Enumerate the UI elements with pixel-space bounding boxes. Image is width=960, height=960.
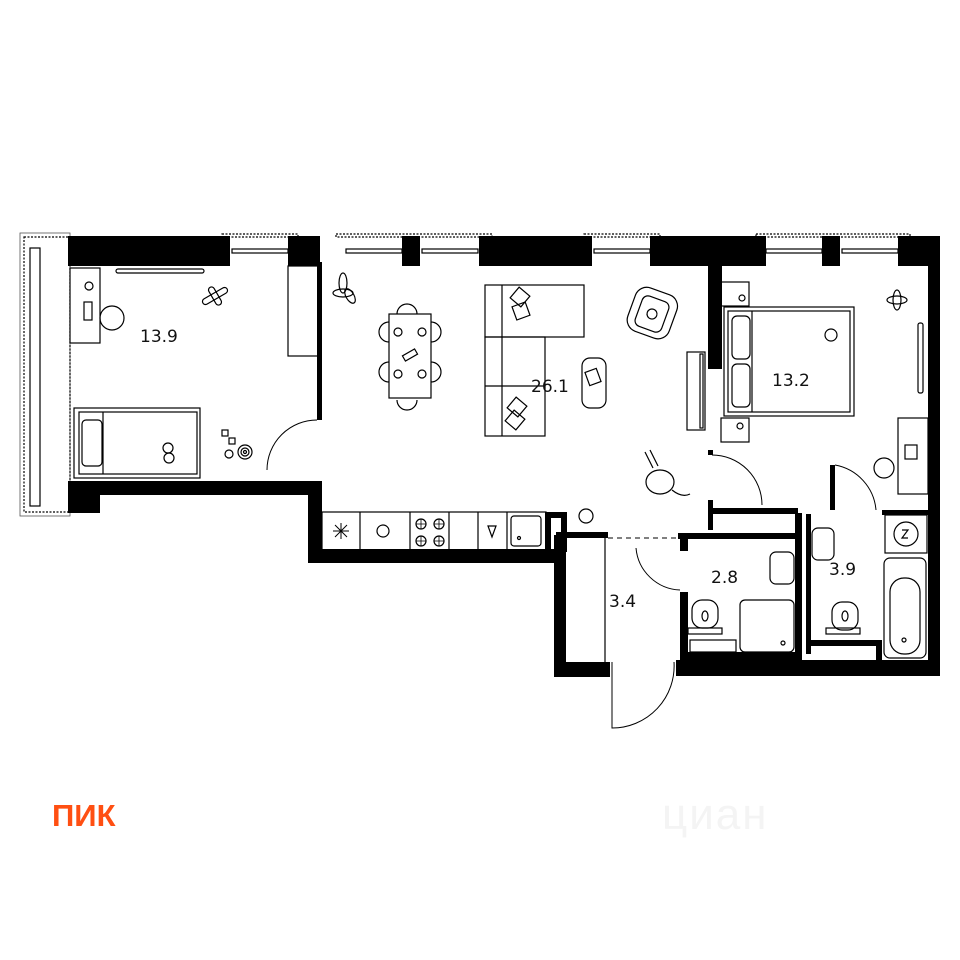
toilet-icon: [831, 601, 859, 631]
toy-icon: [824, 328, 838, 342]
ball-icon: [578, 508, 594, 524]
kids-room-furniture: [69, 265, 319, 479]
kitchen: [321, 511, 547, 551]
area-living-kitchen: 26.1: [531, 377, 569, 397]
area-labels: 13.9 26.1 13.2 3.4 2.8 3.9: [140, 327, 856, 612]
stove-icon: [415, 518, 445, 547]
area-bathroom-small: 2.8: [711, 568, 738, 588]
pillow: [81, 419, 103, 467]
chair-icon: [99, 305, 125, 331]
toy-target-icon: [237, 444, 253, 460]
pik-logo: ПИК: [52, 798, 116, 833]
faucet-icon: [487, 525, 497, 539]
area-bedroom: 13.2: [772, 371, 810, 391]
mirror: [917, 322, 924, 394]
cian-watermark: циан: [662, 790, 769, 839]
coffee-table: [581, 357, 607, 409]
dog-icon: [644, 449, 691, 496]
bathtub-icon: [883, 557, 927, 659]
nightstand: [720, 281, 750, 307]
dishwasher-icon: [376, 524, 390, 538]
plant-icon: [886, 289, 908, 311]
bathroom-large: [811, 514, 928, 659]
fridge-icon: [333, 523, 349, 539]
armchair-icon: [626, 286, 679, 340]
bathroom-small: [687, 551, 795, 653]
sink-icon: [510, 515, 542, 547]
washbasin-icon: [811, 527, 835, 561]
shower-tray: [739, 599, 795, 653]
windows: [221, 233, 911, 254]
area-hallway: 3.4: [609, 592, 636, 612]
area-bathroom-large: 3.9: [829, 560, 856, 580]
tv: [686, 351, 706, 431]
dining-table: [388, 313, 432, 399]
wardrobe: [287, 265, 319, 357]
hallway: [604, 537, 681, 729]
double-bed: [723, 306, 855, 417]
bedroom-furniture: [720, 281, 929, 511]
teddy-icon: [162, 442, 175, 464]
toilet-icon: [691, 599, 719, 629]
exterior-walls: [68, 236, 940, 677]
desk: [897, 417, 929, 495]
sofa: [484, 284, 585, 338]
living-room-furniture: [332, 272, 763, 524]
plant-icon: [332, 272, 356, 304]
area-kids-room: 13.9: [140, 327, 178, 347]
balcony: [19, 232, 71, 517]
shelf: [115, 268, 205, 274]
washing-machine: [884, 514, 928, 554]
chair-icon: [873, 457, 895, 479]
desk: [69, 267, 101, 344]
nightstand: [720, 417, 750, 443]
washbasin-icon: [769, 551, 795, 585]
toy-plane-icon: [201, 286, 229, 306]
